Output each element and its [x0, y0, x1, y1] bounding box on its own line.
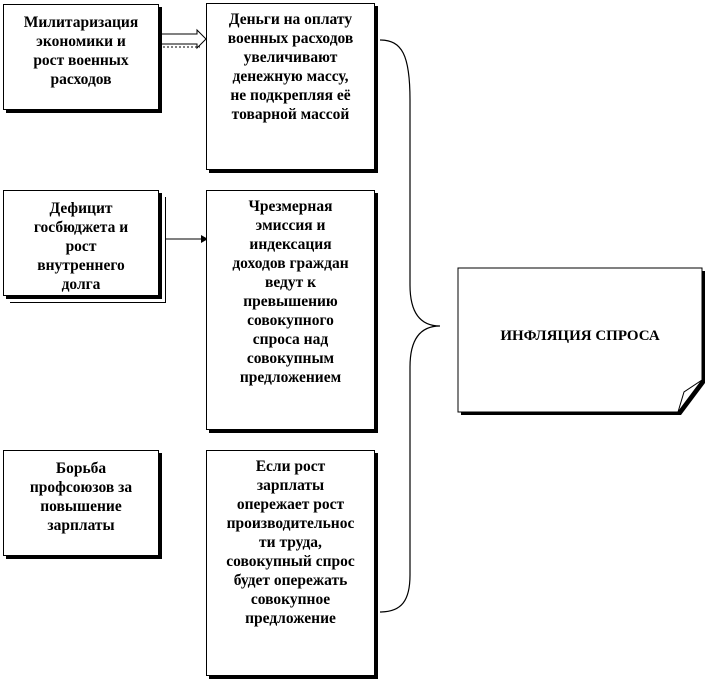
- effect-text-3: Если рост зарплаты опережает рост произв…: [226, 458, 355, 627]
- effect-box-2: Чрезмерная эмиссия и индексация доходов …: [206, 190, 375, 430]
- effect-box-3: Если рост зарплаты опережает рост произв…: [206, 450, 375, 676]
- block-arrow-1: [160, 28, 207, 50]
- effect-text-2: Чрезмерная эмиссия и индексация доходов …: [232, 198, 349, 386]
- curly-brace: [379, 39, 441, 613]
- cause-box-3: Борьба профсоюзов за повышение зарплаты: [3, 450, 159, 556]
- result-shape: [457, 267, 703, 413]
- folded-corner: [677, 379, 703, 413]
- effect-text-1: Деньги на оплату военных расходов увелич…: [227, 11, 354, 123]
- cause-text-2: Дефицит госбюджета и рост внутреннего до…: [33, 200, 129, 293]
- cause-text-3: Борьба профсоюзов за повышение зарплаты: [29, 460, 133, 534]
- cause-box-1: Милитаризация экономики и рост военных р…: [3, 4, 159, 110]
- result-box: ИНФЛЯЦИЯ СПРОСА: [458, 268, 702, 412]
- result-label: ИНФЛЯЦИЯ СПРОСА: [500, 328, 660, 344]
- cause-text-1: Милитаризация экономики и рост военных р…: [23, 14, 139, 88]
- effect-box-1: Деньги на оплату военных расходов увелич…: [206, 3, 375, 170]
- cause-box-2: Дефицит госбюджета и рост внутреннего до…: [3, 190, 159, 296]
